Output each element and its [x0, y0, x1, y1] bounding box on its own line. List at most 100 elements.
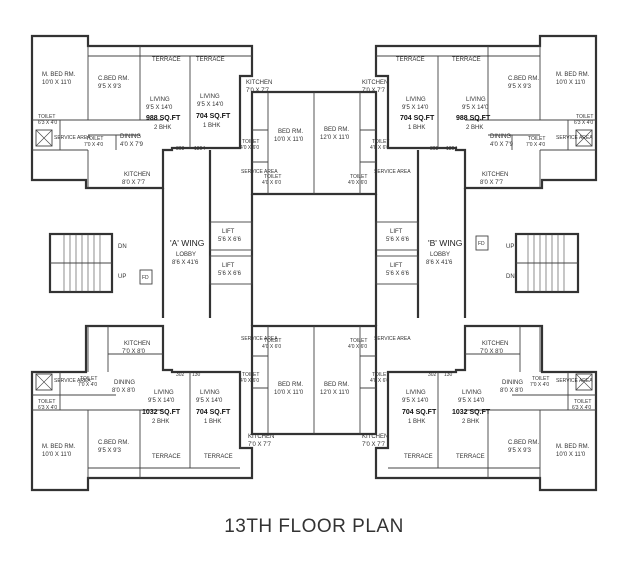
room-size: 4'0 X 6'0	[240, 145, 259, 151]
wing-a-lobby: 'A' WING LOBBY 8'6 X 41'6 LIFT 5'6 X 6'6…	[118, 229, 242, 281]
room-size: 6'3 X 4'0	[38, 120, 57, 126]
unit-bottom-right: KITCHEN 7'0 X 8'0 302 130 LIVING 9'5 X 1…	[362, 341, 593, 460]
room-label: TOILET	[38, 114, 55, 120]
room-label: LIVING	[154, 390, 174, 396]
lift-label: LIFT	[390, 263, 403, 269]
room-label: LIVING	[150, 97, 170, 103]
room-size: 6'3 X 4'0	[572, 405, 591, 411]
central-top-core: BED RM. 10'0 X 11'0 BED RM. 12'0 X 11'0 …	[240, 127, 411, 186]
room-size: 10'0 X 11'0	[274, 390, 304, 396]
room-label: TOILET	[372, 372, 389, 378]
area-label: 704 SQ.FT	[196, 409, 231, 416]
room-label: KITCHEN	[248, 434, 274, 440]
room-label: KITCHEN	[124, 172, 150, 178]
unit-top-right: KITCHEN 7'0 X 7'7 TERRACE TERRACE C.BED …	[362, 57, 593, 186]
service-label: SERVICE AREA	[241, 336, 278, 342]
room-label: TOILET	[242, 372, 259, 378]
room-label: TOILET	[528, 136, 545, 142]
terrace-label: TERRACE	[204, 454, 233, 460]
area-label: 988 SQ.FT	[456, 115, 491, 122]
flat-number: 302	[428, 372, 437, 378]
room-size: 9'5 X 9'3	[98, 448, 122, 454]
bhk-label: 1 BHK	[408, 125, 425, 131]
room-size: 9'5 X 9'3	[508, 84, 532, 90]
lift-label: LIFT	[222, 263, 235, 269]
room-label: BED RM.	[324, 382, 349, 388]
room-label: DINING	[120, 134, 141, 140]
terrace-label: TERRACE	[396, 57, 425, 63]
room-label: TOILET	[350, 174, 367, 180]
lift-label: LIFT	[390, 229, 403, 235]
bhk-label: 1 BHK	[203, 123, 220, 129]
room-label: KITCHEN	[482, 172, 508, 178]
lobby-label: LOBBY	[430, 252, 450, 258]
room-label: DINING	[114, 380, 135, 386]
service-label: SERVICE AREA	[556, 378, 593, 384]
interior-partitions	[32, 46, 596, 478]
room-size: 7'0 X 4'0	[78, 382, 97, 388]
room-label: C.BED RM.	[508, 76, 539, 82]
area-label: 704 SQ.FT	[402, 409, 437, 416]
flat-number: 1304	[194, 146, 205, 152]
room-label: LIVING	[462, 390, 482, 396]
room-size: 7'0 X 7'7	[248, 442, 272, 448]
service-label: SERVICE AREA	[374, 336, 411, 342]
room-label: TOILET	[38, 399, 55, 405]
flat-number: 302	[176, 372, 185, 378]
unit-top-left: M. BED RM. 10'0 X 11'0 C.BED RM. 9'5 X 9…	[38, 57, 272, 186]
room-label: TOILET	[86, 136, 103, 142]
room-label: LIVING	[466, 97, 486, 103]
room-label: LIVING	[406, 97, 426, 103]
room-size: 4'0 X 6'0	[370, 145, 389, 151]
room-label: TOILET	[350, 338, 367, 344]
flat-number: 303	[430, 146, 439, 152]
room-size: 9'5 X 14'0	[197, 102, 224, 108]
room-size: 9'5 X 9'3	[508, 448, 532, 454]
flat-number: 303	[176, 146, 185, 152]
room-size: 6'3 X 4'0	[38, 405, 57, 411]
area-label: 704 SQ.FT	[196, 113, 231, 120]
room-label: TOILET	[264, 174, 281, 180]
terrace-label: TERRACE	[456, 454, 485, 460]
room-size: 10'0 X 11'0	[42, 80, 72, 86]
room-label: C.BED RM.	[98, 440, 129, 446]
bhk-label: 2 BHK	[462, 419, 479, 425]
area-label: 704 SQ.FT	[400, 115, 435, 122]
room-label: BED RM.	[278, 382, 303, 388]
room-size: 4'0 X 7'9	[120, 142, 144, 148]
room-size: 4'0 X 6'0	[240, 378, 259, 384]
lobby-size: 8'6 X 41'6	[426, 260, 453, 266]
terrace-label: TERRACE	[404, 454, 433, 460]
terrace-label: TERRACE	[452, 57, 481, 63]
room-label: KITCHEN	[362, 80, 388, 86]
room-label: M. BED RM.	[42, 72, 76, 78]
staircase-a	[50, 234, 112, 292]
room-size: 9'5 X 14'0	[196, 398, 223, 404]
room-label: TOILET	[242, 139, 259, 145]
room-label: TOILET	[576, 114, 593, 120]
staircase-b	[516, 234, 578, 292]
lift-size: 5'6 X 6'6	[218, 237, 242, 243]
room-size: 4'0 X 6'0	[348, 180, 367, 186]
room-label: LIVING	[406, 390, 426, 396]
service-label: SERVICE AREA	[556, 135, 593, 141]
area-label: 1032 SQ.FT	[142, 409, 181, 416]
room-label: DINING	[490, 134, 511, 140]
terrace-label: TERRACE	[152, 454, 181, 460]
room-size: 9'5 X 14'0	[146, 105, 173, 111]
lobby-size: 8'6 X 41'6	[172, 260, 199, 266]
room-label: KITCHEN	[482, 341, 508, 347]
room-size: 7'0 X 7'7	[246, 88, 270, 94]
room-label: LIVING	[200, 390, 220, 396]
lift-label: LIFT	[222, 229, 235, 235]
bhk-label: 1 BHK	[204, 419, 221, 425]
flat-number: 1304	[446, 146, 457, 152]
unit-bottom-left: KITCHEN 7'0 X 8'0 SERVICE AREA TOILET 7'…	[38, 341, 274, 460]
wing-b-lobby: 'B' WING LOBBY 8'6 X 41'6 LIFT 5'6 X 6'6…	[386, 229, 515, 280]
stair-up: UP	[118, 274, 126, 280]
room-size: 10'0 X 11'0	[42, 452, 72, 458]
service-label: SERVICE AREA	[241, 169, 278, 175]
wing-b-title: 'B' WING	[428, 238, 462, 248]
flat-number: 130	[192, 372, 201, 378]
